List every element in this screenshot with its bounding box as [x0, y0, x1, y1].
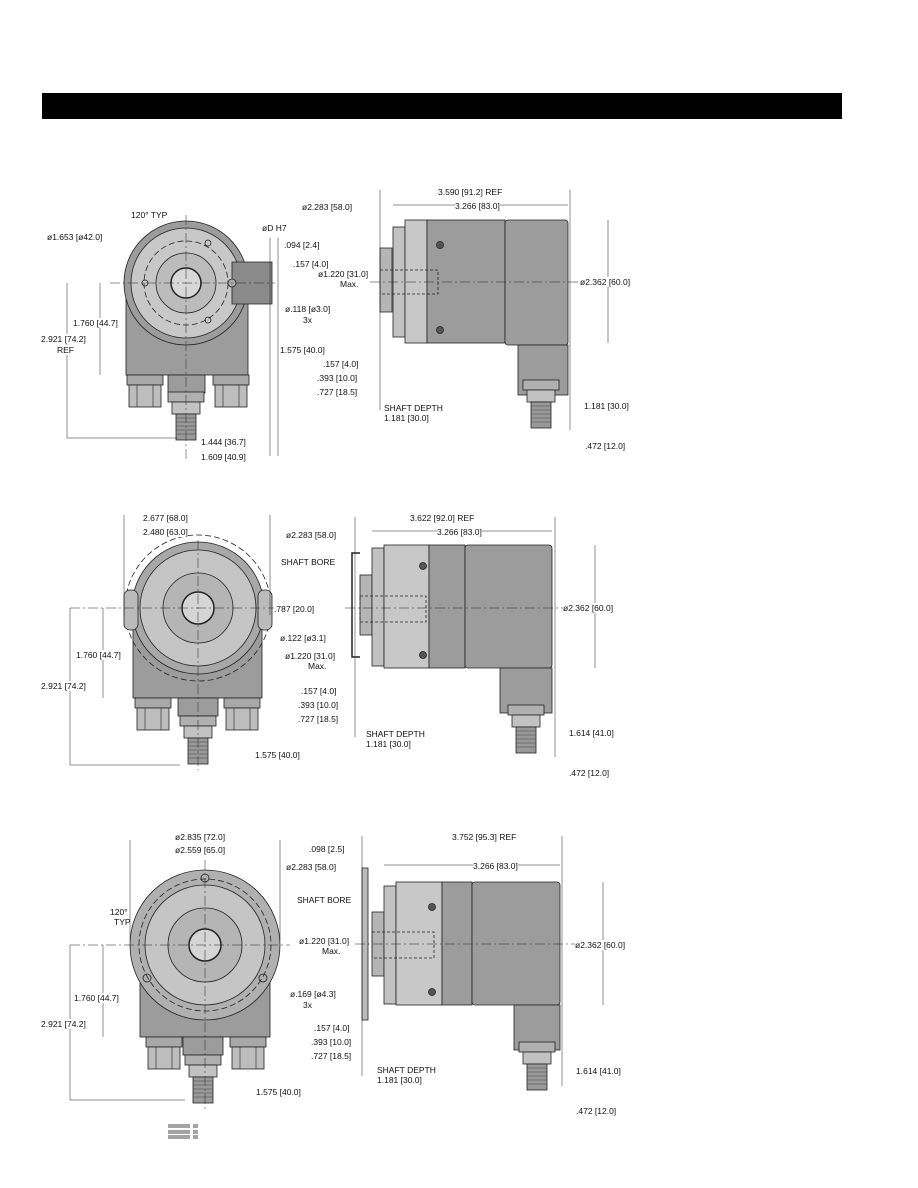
p1-depth-label: SHAFT DEPTH: [384, 403, 443, 413]
p3-conn-offset: 1.614 [41.0]: [576, 1066, 621, 1076]
p2-body-d: ø2.362 [60.0]: [563, 603, 614, 613]
p1-bore: øD H7: [262, 223, 287, 233]
p1-bolt-circle: ø1.653 [ø42.0]: [47, 232, 103, 242]
p2-total-h: 2.921 [74.2]: [41, 681, 86, 691]
p1-d3: .727 [18.5]: [317, 387, 358, 397]
p2-slot: .787 [20.0]: [274, 604, 315, 614]
p3-angle-typ: TYP: [114, 917, 131, 927]
p1-conn-w: .472 [12.0]: [585, 441, 626, 451]
p2-overall: 3.622 [92.0] REF: [410, 513, 475, 523]
p2-flange-d: ø2.283 [58.0]: [286, 530, 337, 540]
panel3-side-view: [355, 836, 604, 1091]
p2-w-inner: 2.480 [63.0]: [143, 527, 188, 537]
p3-depth-label: SHAFT DEPTH: [377, 1065, 436, 1075]
p1-holes: ø.118 [ø3.0]: [285, 304, 331, 314]
p3-flange-d: ø2.283 [58.0]: [286, 862, 337, 872]
p1-total-h-ref: REF: [57, 345, 74, 355]
p3-conn-spacing: 1.575 [40.0]: [256, 1087, 301, 1097]
p3-d-bolt: ø2.559 [65.0]: [175, 845, 226, 855]
header-bar: [42, 93, 842, 119]
p1-d2: .393 [10.0]: [317, 373, 358, 383]
p3-overall: 3.752 [95.3] REF: [452, 832, 517, 842]
panel2-side-view: [345, 517, 596, 757]
p2-d1: .157 [4.0]: [301, 686, 337, 696]
p2-conn-spacing: 1.575 [40.0]: [255, 750, 300, 760]
brand-logo-icon: [168, 1124, 198, 1141]
p3-d-outer: ø2.835 [72.0]: [175, 832, 226, 842]
p1-center-h: 1.760 [44.7]: [73, 318, 118, 328]
p1-total-h: 2.921 [74.2]: [41, 334, 86, 344]
p3-d2: .393 [10.0]: [311, 1037, 352, 1047]
p3-body-d: ø2.362 [60.0]: [575, 940, 626, 950]
p2-d2: .393 [10.0]: [298, 700, 339, 710]
p2-conn-w: .472 [12.0]: [569, 768, 610, 778]
p1-d1: .157 [4.0]: [323, 359, 359, 369]
p2-depth-label: SHAFT DEPTH: [366, 729, 425, 739]
p3-d3: .727 [18.5]: [311, 1051, 352, 1061]
p2-w-outer: 2.677 [68.0]: [143, 513, 188, 523]
p1-shaft-d: ø1.220 [31.0]: [318, 269, 369, 279]
p3-d1: .157 [4.0]: [314, 1023, 350, 1033]
p2-body-len: 3.266 [83.0]: [437, 527, 482, 537]
p1-body-len: 3.266 [83.0]: [455, 201, 500, 211]
p3-holes-qty: 3x: [303, 1000, 312, 1010]
p3-body-len: 3.266 [83.0]: [473, 861, 518, 871]
p3-depth: 1.181 [30.0]: [377, 1075, 422, 1085]
p2-shaft-max: Max.: [308, 661, 327, 671]
p3-angle: 120°: [110, 907, 128, 917]
p1-shaft-max: Max.: [340, 279, 359, 289]
p1-angle: 120° TYP: [131, 210, 168, 220]
p2-conn-offset: 1.614 [41.0]: [569, 728, 614, 738]
panel1-side-view: [370, 190, 609, 430]
p3-plate: .098 [2.5]: [309, 844, 345, 854]
p1-holes-qty: 3x: [303, 315, 312, 325]
p1-conn-offset: 1.181 [30.0]: [584, 401, 629, 411]
p3-center-h: 1.760 [44.7]: [74, 993, 119, 1003]
p2-bore-label: SHAFT BORE: [281, 557, 336, 567]
p3-bore-label: SHAFT BORE: [297, 895, 352, 905]
p3-total-h: 2.921 [74.2]: [41, 1019, 86, 1029]
p3-shaft-d: ø1.220 [31.0]: [299, 936, 350, 946]
p1-conn-spacing: 1.575 [40.0]: [280, 345, 325, 355]
p3-holes: ø.169 [ø4.3]: [290, 989, 336, 999]
p3-shaft-max: Max.: [322, 946, 341, 956]
panel3-front-view: [69, 840, 290, 1110]
p1-flange-d: ø2.283 [58.0]: [302, 202, 353, 212]
panel1-front-view: [66, 215, 279, 460]
panel2-front-view: [69, 515, 280, 770]
p2-center-h: 1.760 [44.7]: [76, 650, 121, 660]
p3-conn-w: .472 [12.0]: [576, 1106, 617, 1116]
p1-w2: 1.609 [40.9]: [201, 452, 246, 462]
p2-pin: ø.122 [ø3.1]: [280, 633, 326, 643]
p1-overall: 3.590 [91.2] REF: [438, 187, 503, 197]
p1-w1: 1.444 [36.7]: [201, 437, 246, 447]
p2-depth: 1.181 [30.0]: [366, 739, 411, 749]
p2-shaft-d: ø1.220 [31.0]: [285, 651, 336, 661]
p1-clamp-w: .094 [2.4]: [284, 240, 320, 250]
p1-clamp-h: .157 [4.0]: [293, 259, 329, 269]
p1-body-d: ø2.362 [60.0]: [580, 277, 631, 287]
p1-depth: 1.181 [30.0]: [384, 413, 429, 423]
p2-d3: .727 [18.5]: [298, 714, 339, 724]
